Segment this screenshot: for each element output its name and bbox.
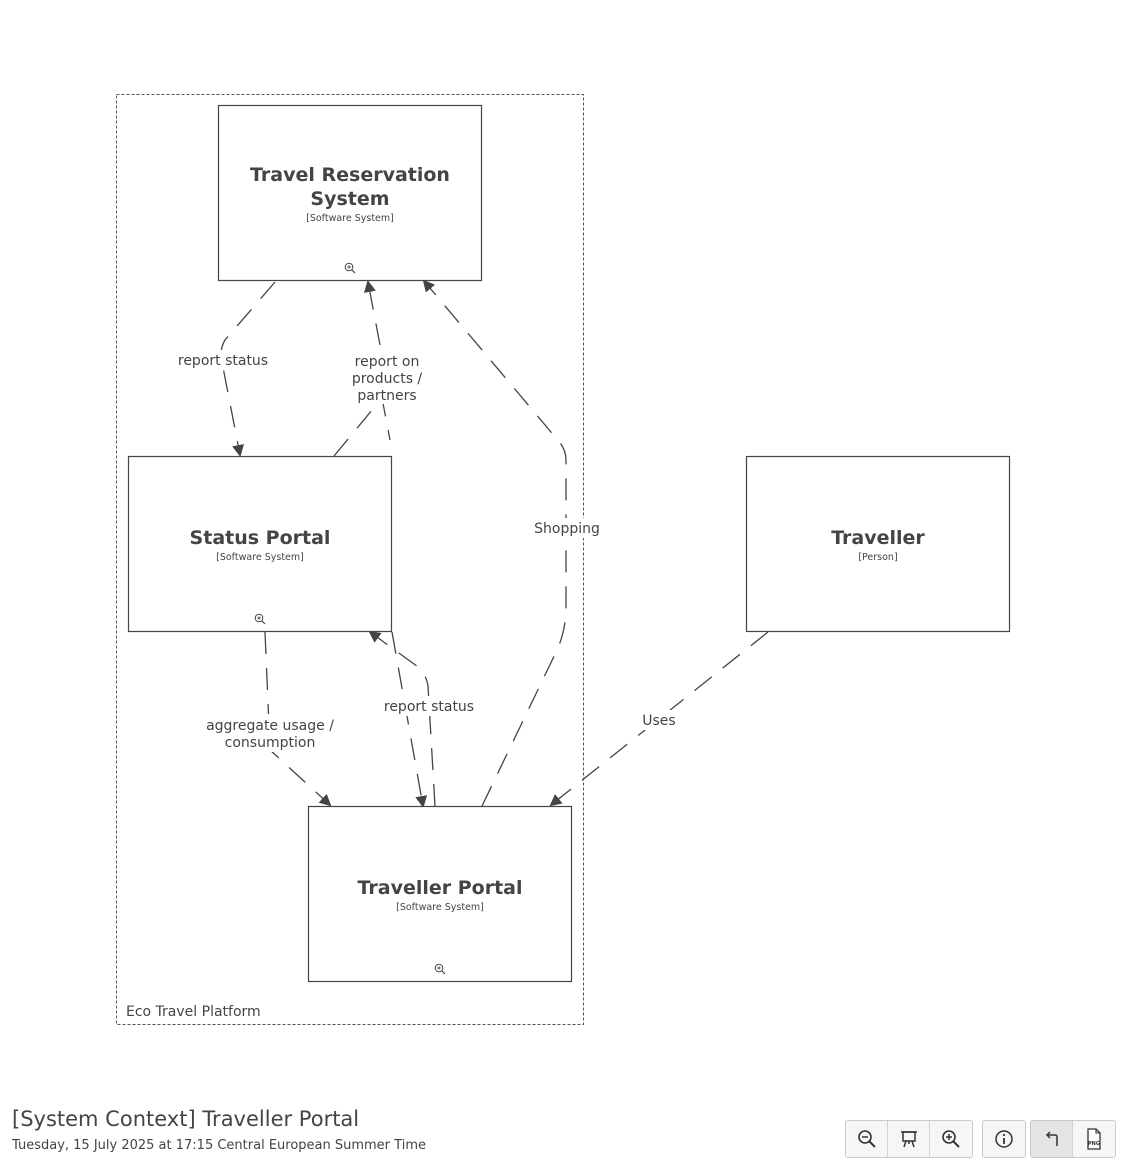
node-title: Traveller [831,527,925,549]
back-button[interactable] [1031,1121,1073,1157]
zoom-out-icon [857,1130,876,1148]
edge-label-shopping: Shopping [534,518,600,538]
diagram-date: Tuesday, 15 July 2025 at 17:15 Central E… [12,1138,426,1153]
node-title: Travel Reservation [250,164,450,186]
info-toolbar [982,1120,1026,1158]
back-icon [1045,1131,1058,1146]
node-traveller[interactable]: Traveller [Person] [745,455,1011,633]
edge-label-report-status-top: report status [178,350,268,370]
svg-text:Uses: Uses [642,713,675,729]
node-type: [Software System] [306,213,394,224]
info-icon [995,1130,1013,1148]
svg-text:aggregate usage /: aggregate usage / [206,718,334,734]
node-traveller-portal[interactable]: Traveller Portal [Software System] [307,805,573,983]
node-title: System [310,188,389,210]
info-button[interactable] [983,1121,1025,1157]
png-label: PNG [1088,1141,1100,1147]
node-title: Traveller Portal [358,877,523,899]
edge-shopping[interactable] [422,279,567,807]
edge-label-uses: Uses [640,710,678,730]
svg-text:report status: report status [384,699,474,715]
diagram-title: [System Context] Traveller Portal [12,1107,360,1131]
png-export-icon: PNG [1087,1128,1101,1150]
zoom-in-icon [942,1130,960,1148]
node-type: [Software System] [216,552,304,563]
edge-label-report-status-bottom: report status [384,696,474,716]
zoom-in-button[interactable] [930,1121,972,1157]
node-status-portal[interactable]: Status Portal [Software System] [127,455,393,633]
node-type: [Person] [858,552,897,563]
svg-text:products /: products / [352,371,423,387]
zoom-out-button[interactable] [846,1121,888,1157]
svg-text:report status: report status [178,353,268,369]
edge-label-report-on-products: report on products / partners [352,350,423,404]
node-travel-reservation-system[interactable]: Travel Reservation System [Software Syst… [217,104,483,282]
fit-to-screen-icon [900,1131,917,1148]
edge-label-aggregate-usage: aggregate usage / consumption [206,714,334,752]
zoom-toolbar [845,1120,973,1158]
fit-to-screen-button[interactable] [888,1121,930,1157]
edge-uses[interactable] [549,631,769,807]
svg-text:report on: report on [355,354,420,370]
eco-travel-platform-boundary: Eco Travel Platform [116,94,584,1025]
svg-text:partners: partners [357,388,416,404]
edge-report-status-bottom[interactable] [368,630,436,808]
system-context-diagram: Eco Travel Platform report status report… [116,94,1011,1025]
export-toolbar: PNG [1030,1120,1116,1158]
svg-text:consumption: consumption [225,735,316,751]
node-type: [Software System] [396,902,484,913]
svg-text:Shopping: Shopping [534,521,600,537]
boundary-label: Eco Travel Platform [126,1004,261,1020]
node-title: Status Portal [190,527,331,549]
png-export-button[interactable]: PNG [1073,1121,1115,1157]
